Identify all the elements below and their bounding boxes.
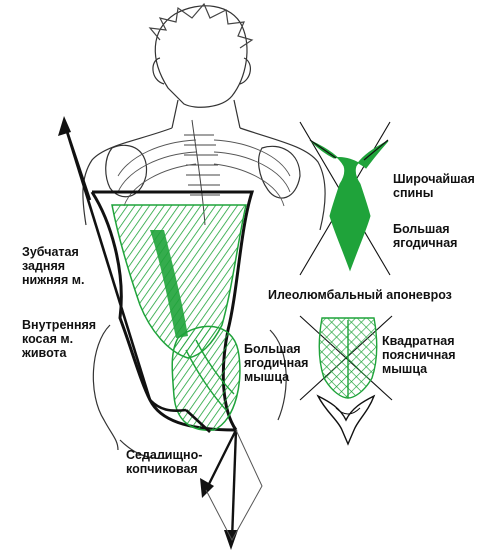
scapula-right bbox=[259, 146, 300, 198]
latissimus-gluteus-diagram bbox=[300, 122, 390, 275]
arrow-down-left bbox=[200, 430, 236, 498]
label-internal-oblique: Внутренняя косая м. живота bbox=[22, 318, 96, 360]
ribs bbox=[118, 140, 290, 206]
label-gluteus-maximus: Большая ягодичная bbox=[393, 222, 457, 250]
label-latissimus: Широчайшая спины bbox=[393, 172, 475, 200]
scapula-left bbox=[106, 145, 147, 196]
gluteus-muscle bbox=[172, 326, 240, 430]
pelvis-left bbox=[93, 325, 118, 450]
label-gluteus-maximus-muscle: Большая ягодичная мышца bbox=[244, 342, 308, 384]
label-sacrococcygeal: Седалищно- копчиковая bbox=[126, 448, 202, 476]
neck bbox=[172, 100, 240, 128]
label-serratus: Зубчатая задняя нижняя м. bbox=[22, 245, 84, 287]
hair bbox=[150, 4, 252, 48]
head bbox=[155, 6, 247, 107]
label-iliolumbar-aponeurosis: Илеолюмбальный апоневроз bbox=[268, 288, 452, 302]
back-muscles bbox=[112, 205, 246, 430]
quadratus-diagram bbox=[300, 316, 392, 444]
ear-left bbox=[153, 58, 164, 84]
label-quadratus-lumborum: Квадратная поясничная мышца bbox=[382, 334, 456, 376]
